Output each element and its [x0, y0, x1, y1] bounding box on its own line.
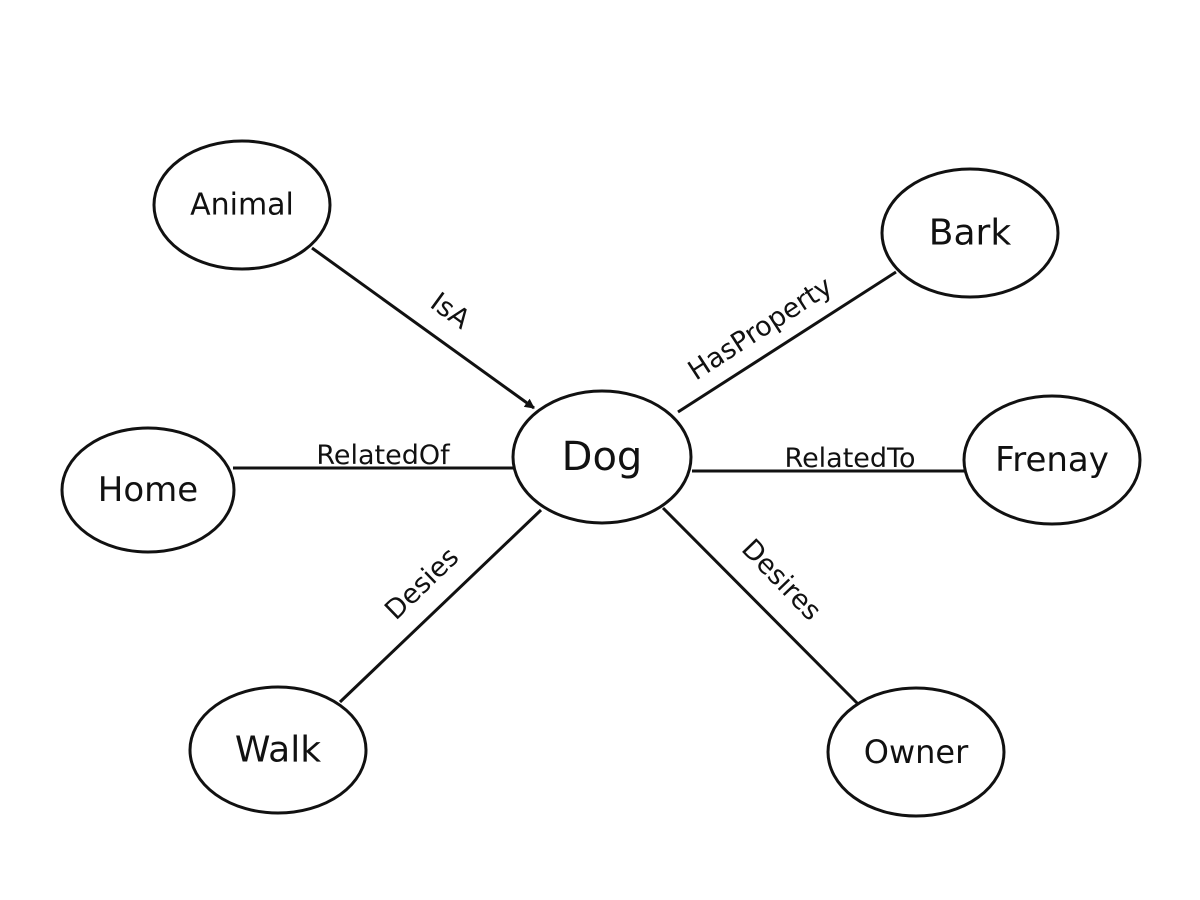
edge-label-isa: IsA [425, 287, 476, 336]
node-animal: Animal [152, 139, 332, 271]
edge-label-desires: Desires [735, 533, 827, 627]
edge-label-desies: Desies [379, 542, 465, 627]
edge-desies-line [338, 508, 543, 704]
node-walk: Walk [188, 685, 368, 815]
node-bark-label: Bark [929, 213, 1012, 254]
node-home-label: Home [98, 470, 198, 510]
edge-label-relatedto: RelatedTo [785, 443, 916, 474]
edge-isa-line [311, 246, 535, 410]
node-dog-label: Dog [562, 434, 643, 480]
node-dog: Dog [511, 389, 693, 525]
node-home: Home [60, 426, 236, 554]
node-frenay-label: Frenay [995, 440, 1109, 480]
node-bark: Bark [880, 167, 1060, 299]
edge-desires-line [661, 506, 860, 706]
node-walk-label: Walk [235, 730, 321, 771]
edge-label-relatedof: RelatedOf [316, 440, 451, 471]
edge-hasproperty-line [677, 270, 897, 414]
node-animal-label: Animal [190, 188, 294, 223]
node-owner: Owner [826, 686, 1006, 818]
node-owner-label: Owner [864, 733, 969, 771]
node-frenay: Frenay [962, 394, 1142, 526]
edge-label-hasproperty: HasProperty [683, 271, 838, 387]
